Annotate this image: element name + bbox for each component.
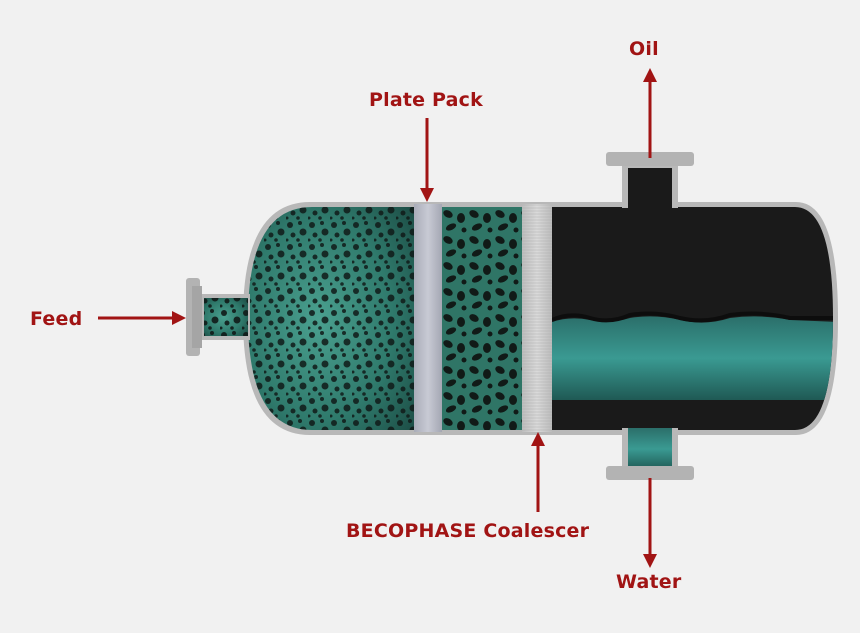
plate-pack-label: Plate Pack [369,89,483,111]
becophase-coalescer-label: BECOPHASE Coalescer [346,520,590,542]
feed-label: Feed [30,308,83,330]
water-phase [552,316,833,400]
water-nozzle [606,428,694,480]
feed-nozzle [186,278,250,356]
oil-nozzle [606,152,694,208]
plate-pack [414,204,442,432]
oil-label: Oil [629,38,659,60]
vessel-interior [248,207,833,430]
water-label: Water [616,571,682,593]
